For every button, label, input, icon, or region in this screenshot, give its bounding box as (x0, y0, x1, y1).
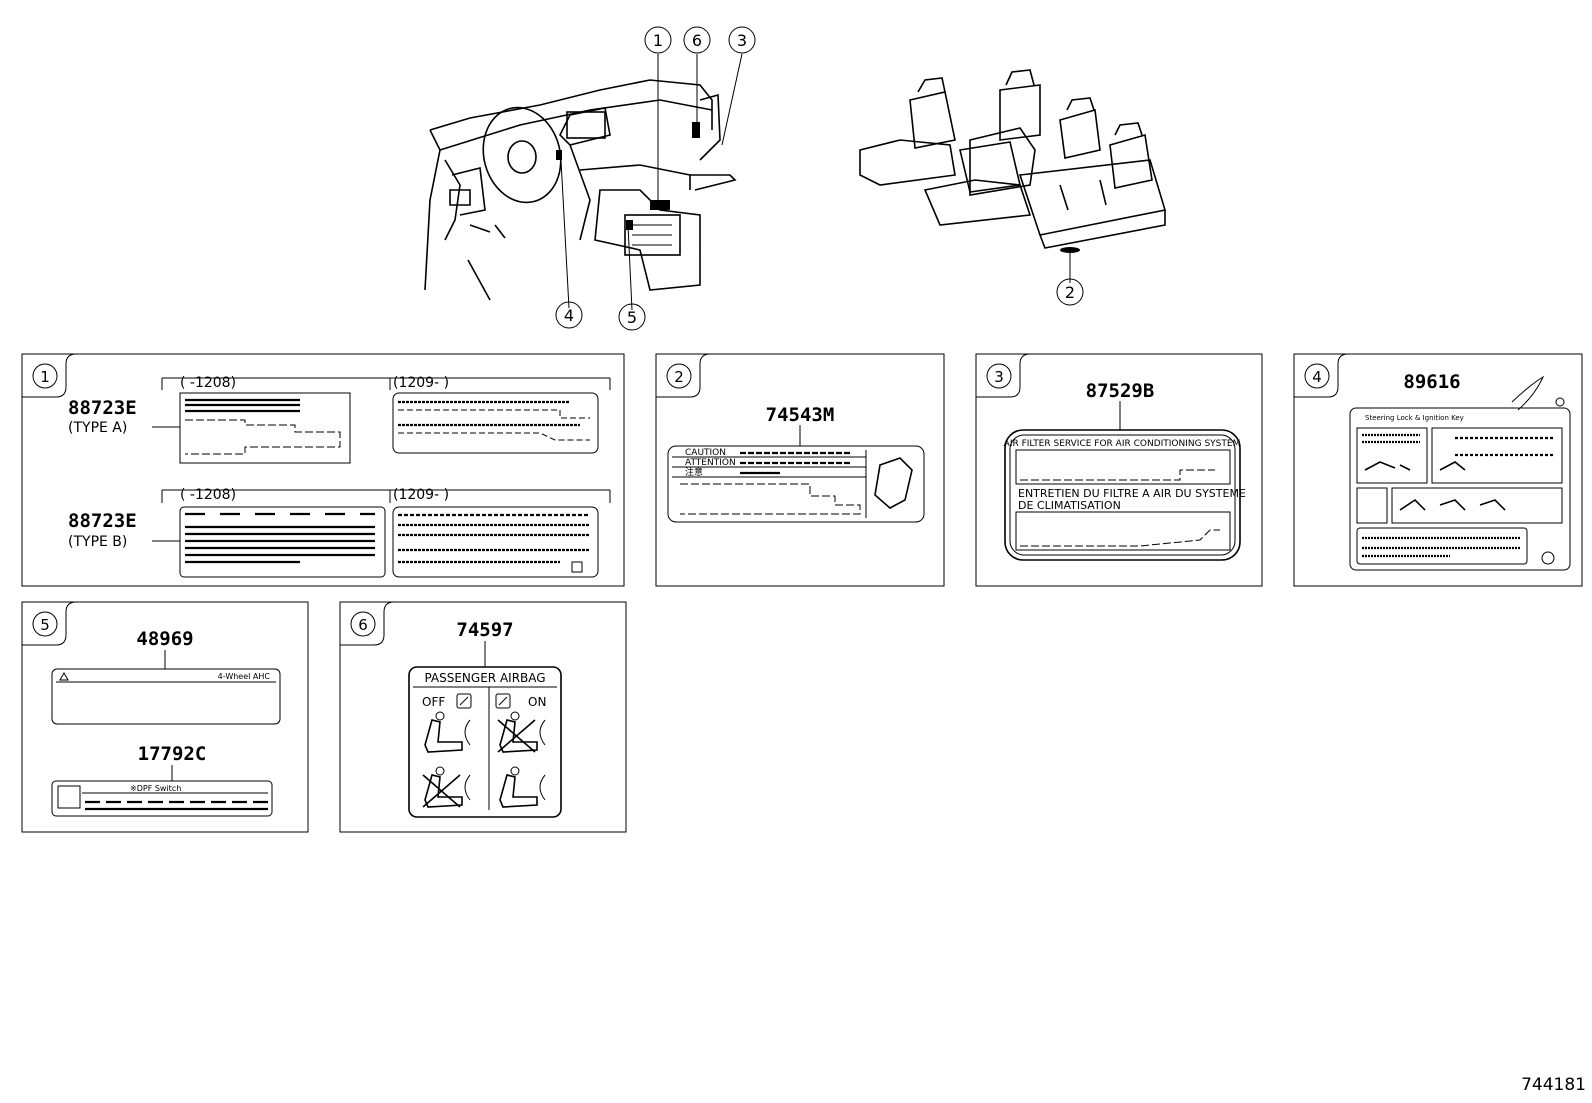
callout-6-top: 6 (692, 31, 702, 50)
panel-2 (655, 353, 945, 587)
panel-2-row-caution: CAUTION (685, 448, 726, 458)
panel-3 (975, 353, 1263, 587)
panel-1-type-b-range-new: (1209- ) (393, 487, 449, 503)
panel-3-number: 3 (994, 368, 1004, 386)
callout-5-top: 5 (627, 308, 637, 327)
callout-4-top: 4 (564, 306, 574, 325)
panel-4-part: 89616 (1403, 371, 1460, 393)
panel-5-label1-text: 4-Wheel AHC (218, 672, 271, 681)
panel-6-on: ON (528, 695, 546, 709)
panel-1-type-b-part: 88723E (68, 510, 137, 532)
panel-5-part2: 17792C (138, 743, 207, 765)
callout-2-circle (1056, 278, 1084, 306)
panel-6-part: 74597 (456, 619, 513, 641)
panel-6 (339, 601, 627, 833)
panel-5-label1 (51, 668, 281, 725)
panel-1 (21, 353, 625, 587)
airbag-on-icon (495, 693, 511, 709)
panel-1-type-a-part: 88723E (68, 397, 137, 419)
panel-5-number: 5 (40, 616, 50, 634)
panel-2-row-jp: 注意 (685, 466, 703, 478)
panel-5-label2-text: ※DPF Switch (130, 784, 181, 793)
seats-illustration (859, 69, 1167, 253)
panel-3-line2: ENTRETIEN DU FILTRE A AIR DU SYSTEME (1018, 487, 1246, 500)
panel-6-title: PASSENGER AIRBAG (424, 671, 545, 685)
panel-6-off: OFF (422, 695, 445, 709)
panel-5 (21, 601, 309, 833)
panel-2-row-attention: ATTENTION (685, 458, 736, 468)
panel-4 (1293, 353, 1583, 587)
panel-5-part1: 48969 (136, 628, 193, 650)
panel-1-type-b-range-old: ( -1208) (180, 487, 236, 503)
panel-6-label (408, 666, 562, 818)
diagram-id: 744181 (1521, 1075, 1586, 1095)
panel-2-part: 74543M (766, 404, 835, 426)
callout-1-top: 1 (653, 31, 663, 50)
panel-4-number: 4 (1312, 368, 1322, 386)
panel-3-part: 87529B (1086, 380, 1155, 402)
panel-4-label (1349, 375, 1571, 571)
dashboard-callouts (555, 26, 756, 331)
panel-1-type-b-labels (152, 489, 611, 578)
panel-1-type-a-labels (152, 377, 611, 464)
panel-6-number: 6 (358, 616, 368, 634)
panel-2-number: 2 (674, 368, 684, 386)
panel-3-line3: DE CLIMATISATION (1018, 499, 1121, 512)
panel-1-number: 1 (40, 368, 50, 386)
panel-1-type-a-range-old: ( -1208) (180, 375, 236, 391)
panel-4-header: Steering Lock & Ignition Key (1365, 414, 1464, 422)
panel-2-label (667, 445, 925, 523)
panel-1-type-b-label: (TYPE B) (68, 534, 127, 550)
dashboard-illustration (424, 79, 737, 301)
airbag-off-icon (456, 693, 472, 709)
panel-3-line1: AIR FILTER SERVICE FOR AIR CONDITIONING … (1004, 439, 1241, 449)
seat-airbag-icon (422, 711, 546, 808)
panel-3-label (1004, 429, 1241, 561)
panel-1-type-a-range-new: (1209- ) (393, 375, 449, 391)
panel-1-type-a-label: (TYPE A) (68, 420, 127, 436)
panel-5-label2 (51, 780, 273, 817)
callout-3-top: 3 (737, 31, 747, 50)
callout-2-top: 2 (1065, 283, 1075, 302)
